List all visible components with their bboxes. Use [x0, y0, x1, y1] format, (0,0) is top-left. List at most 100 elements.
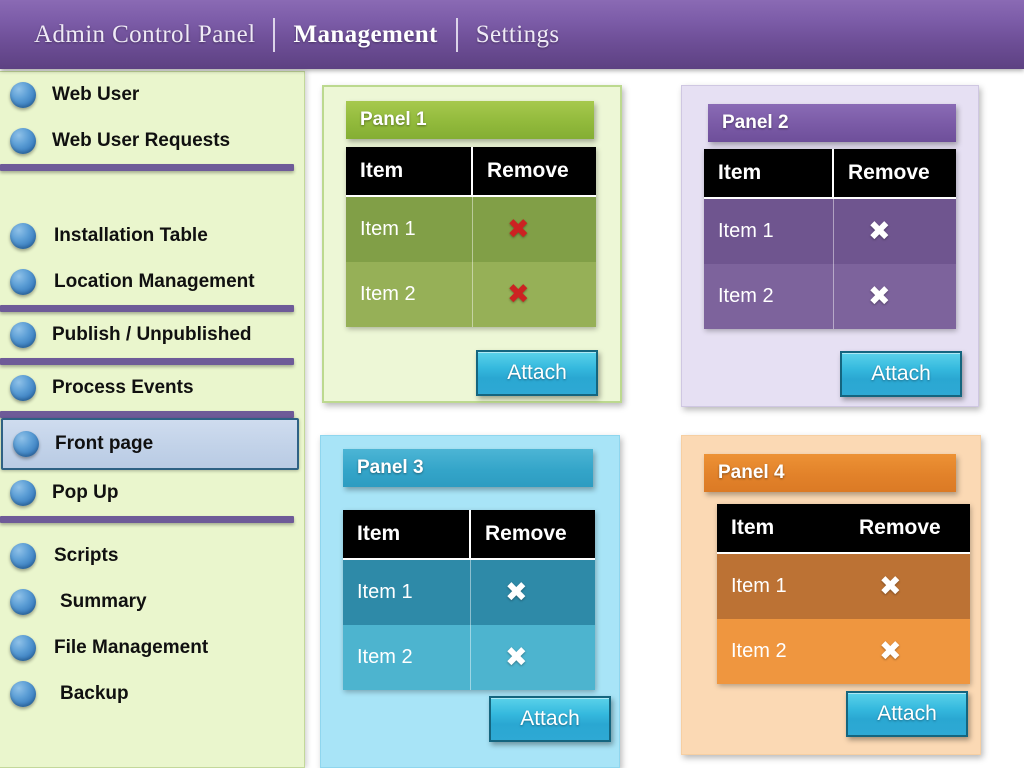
nav-item-settings[interactable]: Settings [475, 20, 560, 48]
cell-item-name: Item 2 [704, 264, 834, 329]
x-mark-icon[interactable]: ✖ [868, 281, 891, 312]
cell-remove[interactable]: ✖ [471, 625, 595, 690]
bullet-icon [10, 480, 36, 506]
bullet-icon [10, 589, 36, 615]
sidebar-separator-2 [0, 305, 294, 312]
cell-remove[interactable]: ✖ [473, 197, 596, 262]
bullet-icon [10, 82, 36, 108]
bullet-icon [10, 543, 36, 569]
sidebar-separator-1 [0, 164, 294, 171]
nav-item-management[interactable]: Management [293, 20, 438, 48]
cell-remove[interactable]: ✖ [845, 619, 970, 684]
attach-button[interactable]: Attach [476, 350, 598, 396]
panel-3-title: Panel 3 [343, 449, 593, 487]
nav-divider-2 [455, 17, 458, 52]
panel-3-table: Item Remove Item 1 ✖ Item 2 ✖ [343, 510, 595, 690]
panel-1-title: Panel 1 [346, 101, 594, 139]
sidebar-spacer-2 [0, 523, 304, 533]
sidebar-item-backup[interactable]: Backup [0, 671, 304, 717]
bullet-icon [10, 128, 36, 154]
cell-item-name: Item 2 [343, 625, 471, 690]
column-header-remove: Remove [859, 516, 941, 539]
cell-item-name: Item 1 [704, 199, 834, 264]
attach-button[interactable]: Attach [489, 696, 611, 742]
column-header-remove: Remove [848, 161, 930, 184]
panel-4-table: Item Remove Item 1 ✖ Item 2 ✖ [717, 504, 970, 684]
sidebar-item-installation-table[interactable]: Installation Table [0, 213, 304, 259]
cell-remove[interactable]: ✖ [471, 560, 595, 625]
sidebar-item-label: Scripts [54, 545, 119, 566]
table-header-row: Item Remove [717, 504, 970, 554]
table-row[interactable]: Item 1 ✖ [343, 560, 595, 625]
table-row[interactable]: Item 1 ✖ [704, 199, 956, 264]
sidebar-item-file-management[interactable]: File Management [0, 625, 304, 671]
sidebar-item-label: Backup [60, 683, 129, 704]
x-mark-icon[interactable]: ✖ [868, 216, 891, 247]
sidebar-item-scripts[interactable]: Scripts [0, 533, 304, 579]
sidebar-item-process-events[interactable]: Process Events [0, 365, 304, 411]
x-mark-icon[interactable]: ✖ [507, 214, 530, 245]
sidebar-item-label: Web User [52, 84, 140, 105]
cell-remove[interactable]: ✖ [834, 199, 956, 264]
table-row[interactable]: Item 2 ✖ [343, 625, 595, 690]
sidebar-item-label: Pop Up [52, 482, 119, 503]
table-row[interactable]: Item 1 ✖ [346, 197, 596, 262]
sidebar-spacer-1 [0, 171, 304, 213]
panel-2-title: Panel 2 [708, 104, 956, 142]
x-mark-icon[interactable]: ✖ [879, 571, 902, 602]
panel-1-table: Item Remove Item 1 ✖ Item 2 ✖ [346, 147, 596, 327]
sidebar-item-label: Summary [60, 591, 147, 612]
bullet-icon [13, 431, 39, 457]
sidebar-item-label: Front page [55, 433, 154, 454]
sidebar-separator-4 [0, 411, 294, 418]
table-header-row: Item Remove [346, 147, 596, 197]
panel-4-title: Panel 4 [704, 454, 956, 492]
nav-divider-1 [273, 17, 276, 52]
sidebar-item-front-page[interactable]: Front page [1, 418, 299, 470]
sidebar-item-web-user-requests[interactable]: Web User Requests [0, 118, 304, 164]
cell-remove[interactable]: ✖ [845, 554, 970, 619]
table-header-row: Item Remove [704, 149, 956, 199]
sidebar-item-web-user[interactable]: Web User [0, 72, 304, 118]
attach-button[interactable]: Attach [846, 691, 968, 737]
sidebar-item-label: Web User Requests [52, 130, 231, 151]
column-header-item: Item [704, 149, 834, 197]
sidebar-item-label: Location Management [54, 271, 255, 292]
bullet-icon [10, 223, 36, 249]
table-row[interactable]: Item 2 ✖ [717, 619, 970, 684]
panel-2-table: Item Remove Item 1 ✖ Item 2 ✖ [704, 149, 956, 329]
sidebar-item-label: File Management [54, 637, 209, 658]
attach-button[interactable]: Attach [840, 351, 962, 397]
bullet-icon [10, 635, 36, 661]
nav-item-admin-control-panel[interactable]: Admin Control Panel [34, 20, 256, 48]
cell-remove[interactable]: ✖ [834, 264, 956, 329]
table-row[interactable]: Item 1 ✖ [717, 554, 970, 619]
cell-remove[interactable]: ✖ [473, 262, 596, 327]
sidebar-separator-5 [0, 516, 294, 523]
bullet-icon [10, 269, 36, 295]
x-mark-icon[interactable]: ✖ [507, 279, 530, 310]
bullet-icon [10, 681, 36, 707]
sidebar-item-label: Publish / Unpublished [52, 324, 252, 345]
sidebar-item-summary[interactable]: Summary [0, 579, 304, 625]
column-header-item: Item [346, 147, 473, 195]
bullet-icon [10, 322, 36, 348]
cell-item-name: Item 2 [346, 262, 473, 327]
top-navigation-bar: Admin Control Panel Management Settings [0, 0, 1024, 69]
cell-item-name: Item 2 [731, 640, 787, 662]
sidebar-item-location-management[interactable]: Location Management [0, 259, 304, 305]
sidebar-item-pop-up[interactable]: Pop Up [0, 470, 304, 516]
x-mark-icon[interactable]: ✖ [879, 636, 902, 667]
table-row[interactable]: Item 2 ✖ [704, 264, 956, 329]
x-mark-icon[interactable]: ✖ [505, 642, 528, 673]
column-header-remove: Remove [487, 159, 569, 182]
panel-1: Panel 1 Item Remove Item 1 ✖ Item 2 ✖ At… [322, 85, 622, 403]
table-row[interactable]: Item 2 ✖ [346, 262, 596, 327]
sidebar-item-publish-unpublished[interactable]: Publish / Unpublished [0, 312, 304, 358]
column-header-remove: Remove [485, 522, 567, 545]
panel-2: Panel 2 Item Remove Item 1 ✖ Item 2 ✖ At… [681, 85, 979, 407]
table-header-row: Item Remove [343, 510, 595, 560]
sidebar: Web User Web User Requests Installation … [0, 71, 305, 768]
nav-items-group: Admin Control Panel Management Settings [0, 17, 578, 52]
x-mark-icon[interactable]: ✖ [505, 577, 528, 608]
